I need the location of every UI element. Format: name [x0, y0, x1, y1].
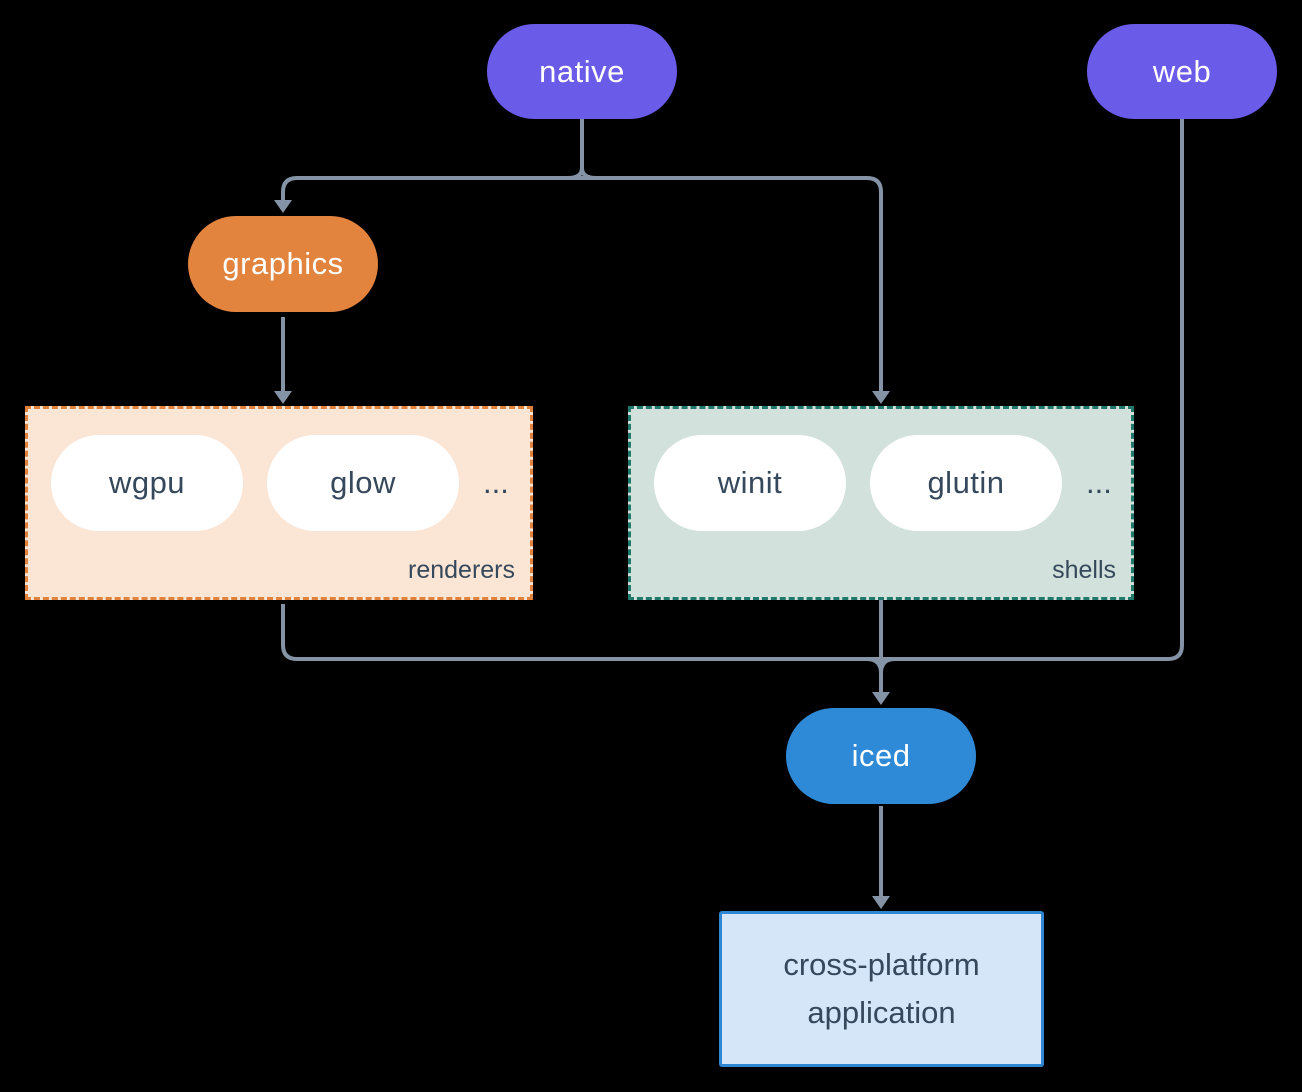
edge-bottom-rail: [281, 119, 1184, 661]
node-winit: winit: [654, 435, 846, 531]
arrowhead-into-shells: [872, 391, 890, 404]
arrowhead-into-graphics: [274, 200, 292, 213]
node-web: web: [1087, 24, 1277, 119]
app-label-line2: application: [807, 995, 956, 1030]
node-iced-label: iced: [851, 738, 911, 773]
node-native-label: native: [539, 53, 625, 89]
node-native: native: [487, 24, 677, 119]
group-shells-label: shells: [1052, 556, 1116, 584]
node-glutin-label: glutin: [927, 465, 1005, 500]
shells-ellipsis: ...: [1086, 465, 1112, 500]
group-shells: winit glutin ... shells: [628, 406, 1134, 600]
node-cross-platform-application: cross-platform application: [719, 911, 1044, 1067]
node-graphics-label: graphics: [222, 246, 344, 281]
node-iced: iced: [786, 708, 976, 804]
renderers-ellipsis: ...: [483, 465, 509, 500]
node-wgpu-label: wgpu: [108, 465, 186, 500]
arrowhead-into-app: [872, 896, 890, 909]
edge-top-rail: [281, 176, 883, 391]
node-glow: glow: [267, 435, 459, 531]
app-label-line1: cross-platform: [783, 947, 980, 982]
group-renderers-label: renderers: [408, 556, 515, 584]
node-glow-label: glow: [330, 465, 396, 500]
edge-merge-left-fillet: [866, 657, 883, 674]
node-web-label: web: [1152, 53, 1212, 89]
node-winit-label: winit: [717, 465, 783, 500]
arrowhead-into-renderers: [274, 391, 292, 404]
node-wgpu: wgpu: [51, 435, 243, 531]
node-glutin: glutin: [870, 435, 1062, 531]
arrowhead-into-iced: [872, 692, 890, 705]
node-graphics: graphics: [188, 216, 378, 312]
edge-merge-right-fillet: [879, 657, 896, 674]
group-renderers: wgpu glow ... renderers: [25, 406, 533, 600]
